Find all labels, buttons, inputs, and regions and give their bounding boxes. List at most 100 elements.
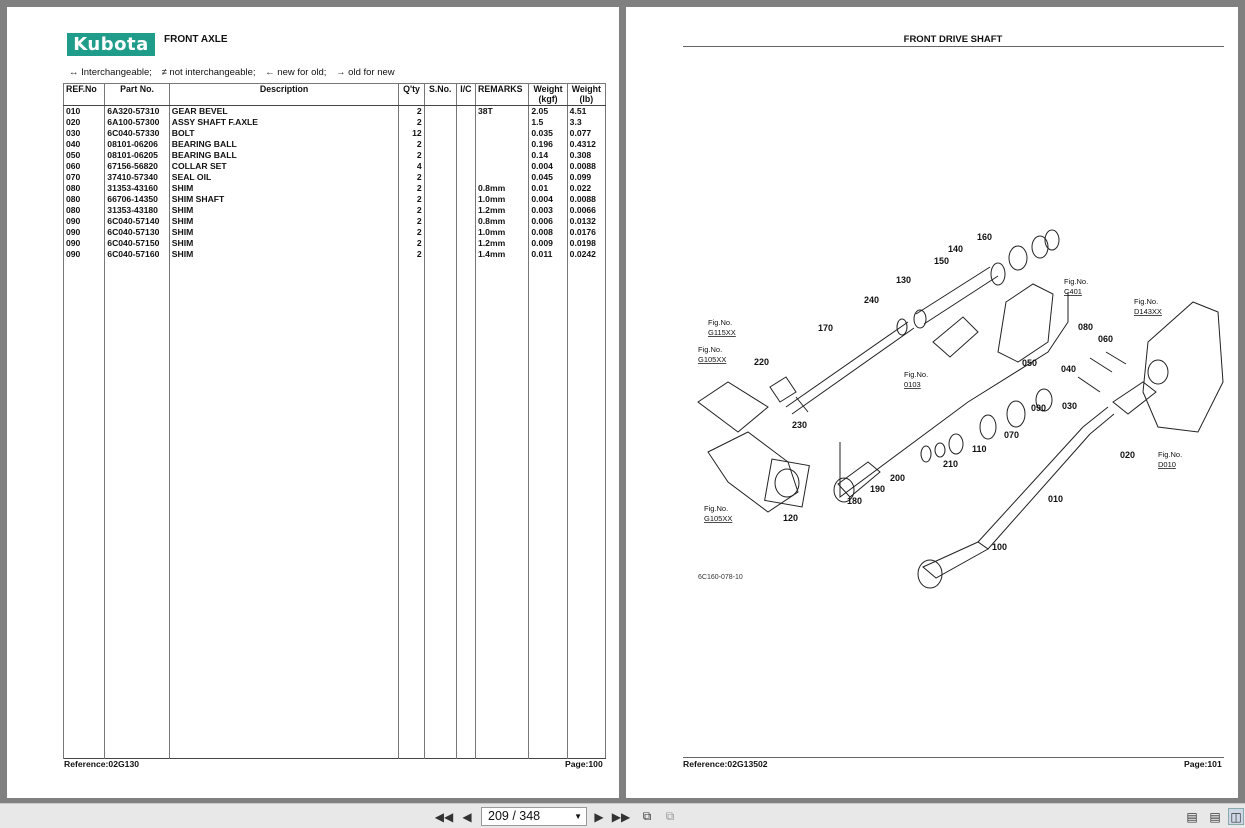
cell-weight-kgf: 1.5 [528,117,568,128]
fit-view-icon[interactable]: ⧉ [665,809,675,823]
filler-cell [474,260,529,759]
cell-part-no: 08101-06205 [104,150,170,161]
cell-description: SHIM [168,249,399,260]
cell-ic [455,194,476,205]
right-page-number: Page:101 [1184,759,1222,769]
cell-remarks [474,172,529,183]
callout-180: 180 [847,496,862,506]
cell-weight-kgf: 0.196 [528,139,568,150]
right-reference: Reference:02G13502 [683,759,768,769]
cell-ref-no: 050 [62,150,105,161]
cell-weight-lb: 0.0066 [566,205,606,216]
callout-090: 090 [1031,403,1046,413]
col-ic: I/C [455,83,476,106]
cell-weight-lb: 0.308 [566,150,606,161]
callout-040: 040 [1061,364,1076,374]
callout-240: 240 [864,295,879,305]
cell-ref-no: 070 [62,172,105,183]
cell-description: SHIM [168,238,399,249]
two-page-icon[interactable]: ◫ [1228,808,1244,825]
filler-cell [455,260,476,759]
callout-100: 100 [992,542,1007,552]
cell-weight-lb: 0.0176 [566,227,606,238]
figref-g105xx-bottom: G105XX [704,514,732,523]
table-header-row: REF.No Part No. Description Q'ty S.No. I… [62,83,606,106]
last-page-icon[interactable]: ▶▶ [611,809,631,824]
cell-weight-kgf: 0.004 [528,194,568,205]
figref-label-7: Fig.No. [704,504,728,513]
cell-weight-kgf: 0.035 [528,128,568,139]
pdf-viewer-toolbar: ◀◀ ◀ 209 / 348 ▼ ▶ ▶▶ ⧉ ⧉ ▤ ▤ ◫ [0,803,1245,828]
two-page-scroll-icon[interactable]: ▤ [1209,809,1221,824]
cell-weight-kgf: 0.006 [528,216,568,227]
cell-s-no [423,117,457,128]
cell-s-no [423,238,457,249]
figref-g115xx: G115XX [708,328,736,337]
single-page-icon[interactable]: ▤ [1186,809,1198,824]
cell-s-no [423,249,457,260]
cell-qty: 2 [398,216,425,227]
filler-cell [566,260,606,759]
cell-weight-lb: 0.0198 [566,238,606,249]
page-indicator: 209 / 348 [488,809,541,823]
cell-ref-no: 090 [62,227,105,238]
cell-ref-no: 090 [62,249,105,260]
cell-s-no [423,183,457,194]
cell-description: SHIM [168,205,399,216]
callout-150: 150 [934,256,949,266]
legend-old-for-new: → old for new [336,67,395,78]
cell-remarks: 1.4mm [474,249,529,260]
cell-weight-kgf: 0.14 [528,150,568,161]
cell-part-no: 31353-43160 [104,183,170,194]
title-rule [683,46,1224,47]
cell-weight-lb: 0.077 [566,128,606,139]
figref-label-1: Fig.No. [708,318,732,327]
figref-g105xx-top: G105XX [698,355,726,364]
cell-s-no [423,227,457,238]
cell-ref-no: 080 [62,205,105,216]
legend-new-for-old: ← new for old; [265,67,327,78]
col-remarks: REMARKS [474,83,529,106]
section-title: FRONT AXLE [164,34,228,45]
col-s-no: S.No. [423,83,457,106]
cell-ref-no: 090 [62,238,105,249]
cell-ic [455,172,476,183]
cell-weight-kgf: 0.003 [528,205,568,216]
cell-part-no: 67156-56820 [104,161,170,172]
right-page: FRONT DRIVE SHAFT [626,7,1238,798]
cell-remarks [474,161,529,172]
cell-part-no: 6C040-57140 [104,216,170,227]
cell-remarks: 1.0mm [474,227,529,238]
continuous-view-icon[interactable]: ⧉ [642,809,652,823]
callout-210: 210 [943,459,958,469]
figref-label-6: Fig.No. [1158,450,1182,459]
cell-qty: 2 [398,139,425,150]
cell-remarks [474,139,529,150]
chevron-down-icon[interactable]: ▼ [574,812,582,821]
cell-part-no: 6C040-57330 [104,128,170,139]
filler-cell [62,260,105,759]
cell-ic [455,128,476,139]
cell-weight-kgf: 2.05 [528,105,568,117]
cell-weight-kgf: 0.045 [528,172,568,183]
cell-remarks: 1.2mm [474,238,529,249]
first-page-icon[interactable]: ◀◀ [434,809,454,824]
cell-part-no: 6A320-57310 [104,105,170,117]
next-page-icon[interactable]: ▶ [594,809,604,824]
callout-110: 110 [972,444,987,454]
prev-page-icon[interactable]: ◀ [462,809,472,824]
cell-remarks: 0.8mm [474,183,529,194]
callout-120: 120 [783,513,798,523]
cell-weight-kgf: 0.008 [528,227,568,238]
cell-description: BEARING BALL [168,139,399,150]
cell-s-no [423,139,457,150]
cell-qty: 2 [398,205,425,216]
cell-part-no: 6C040-57150 [104,238,170,249]
cell-qty: 2 [398,183,425,194]
page-number-field[interactable]: 209 / 348 ▼ [481,807,587,826]
cell-qty: 2 [398,105,425,117]
